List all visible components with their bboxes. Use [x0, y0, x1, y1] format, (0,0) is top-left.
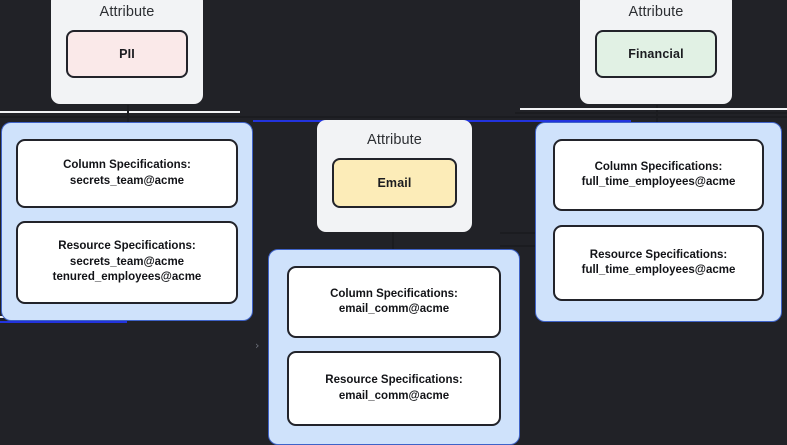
edge-right-rail-light — [520, 108, 787, 110]
edge-right-rail — [515, 112, 787, 114]
edge-email-down — [392, 229, 394, 251]
spec-box-column-specifications[interactable]: Column Specifications: secrets_team@acme — [16, 139, 238, 209]
attribute-chip-pii[interactable]: PII — [66, 30, 188, 78]
spec-box-resource-specifications[interactable]: Resource Specifications: full_time_emplo… — [553, 225, 764, 301]
spec-group-email-comm[interactable]: Column Specifications: email_comm@acme R… — [268, 249, 520, 445]
spec-heading: Resource Specifications: — [325, 374, 463, 386]
spec-item: email_comm@acme — [338, 389, 450, 402]
attribute-card-title: Attribute — [628, 4, 684, 20]
edge-financial-down — [656, 105, 658, 123]
edge-pii-down — [127, 105, 129, 123]
spec-group-secrets-team[interactable]: Column Specifications: secrets_team@acme… — [1, 122, 253, 321]
attribute-card-email[interactable]: Attribute Email — [317, 120, 472, 232]
spec-item: secrets_team@acme — [69, 255, 185, 268]
edge-left-rail-light — [0, 111, 240, 113]
attribute-chip-label: Email — [377, 176, 412, 190]
spec-box-column-specifications[interactable]: Column Specifications: email_comm@acme — [287, 266, 501, 338]
edge-mid-right-stub2 — [500, 245, 535, 247]
chevron-right-icon[interactable]: › — [255, 339, 260, 352]
attribute-chip-label: PII — [119, 47, 135, 61]
spec-heading: Column Specifications: — [594, 160, 723, 173]
spec-item: full_time_employees@acme — [581, 176, 736, 188]
spec-box-column-specifications[interactable]: Column Specifications: full_time_employe… — [553, 139, 764, 211]
spec-heading: Column Specifications: — [330, 287, 458, 300]
edge-top-trunk — [247, 116, 787, 118]
attribute-card-financial[interactable]: Attribute Financial — [580, 0, 732, 104]
attribute-chip-label: Financial — [628, 47, 684, 61]
spec-heading: Resource Specifications: — [58, 240, 196, 253]
edge-left-rail-dark — [0, 116, 247, 118]
spec-item: full_time_employees@acme — [581, 264, 736, 276]
edge-mid-right-stub — [500, 232, 540, 234]
spec-item: email_comm@acme — [338, 303, 450, 315]
spec-group-full-time-employees[interactable]: Column Specifications: full_time_employe… — [535, 122, 782, 322]
attribute-chip-financial[interactable]: Financial — [595, 30, 717, 78]
spec-item: secrets_team@acme — [69, 174, 185, 187]
spec-item: tenured_employees@acme — [52, 271, 202, 284]
spec-box-resource-specifications[interactable]: Resource Specifications: secrets_team@ac… — [16, 221, 238, 304]
attribute-card-pii[interactable]: Attribute PII — [51, 0, 203, 104]
spec-heading: Resource Specifications: — [589, 248, 728, 261]
attribute-card-title: Attribute — [367, 132, 422, 148]
edge-accent-bottom-left — [0, 321, 127, 323]
spec-heading: Column Specifications: — [63, 159, 191, 172]
attribute-chip-email[interactable]: Email — [332, 158, 457, 208]
attribute-card-title: Attribute — [99, 4, 155, 20]
spec-box-resource-specifications[interactable]: Resource Specifications: email_comm@acme — [287, 351, 501, 426]
